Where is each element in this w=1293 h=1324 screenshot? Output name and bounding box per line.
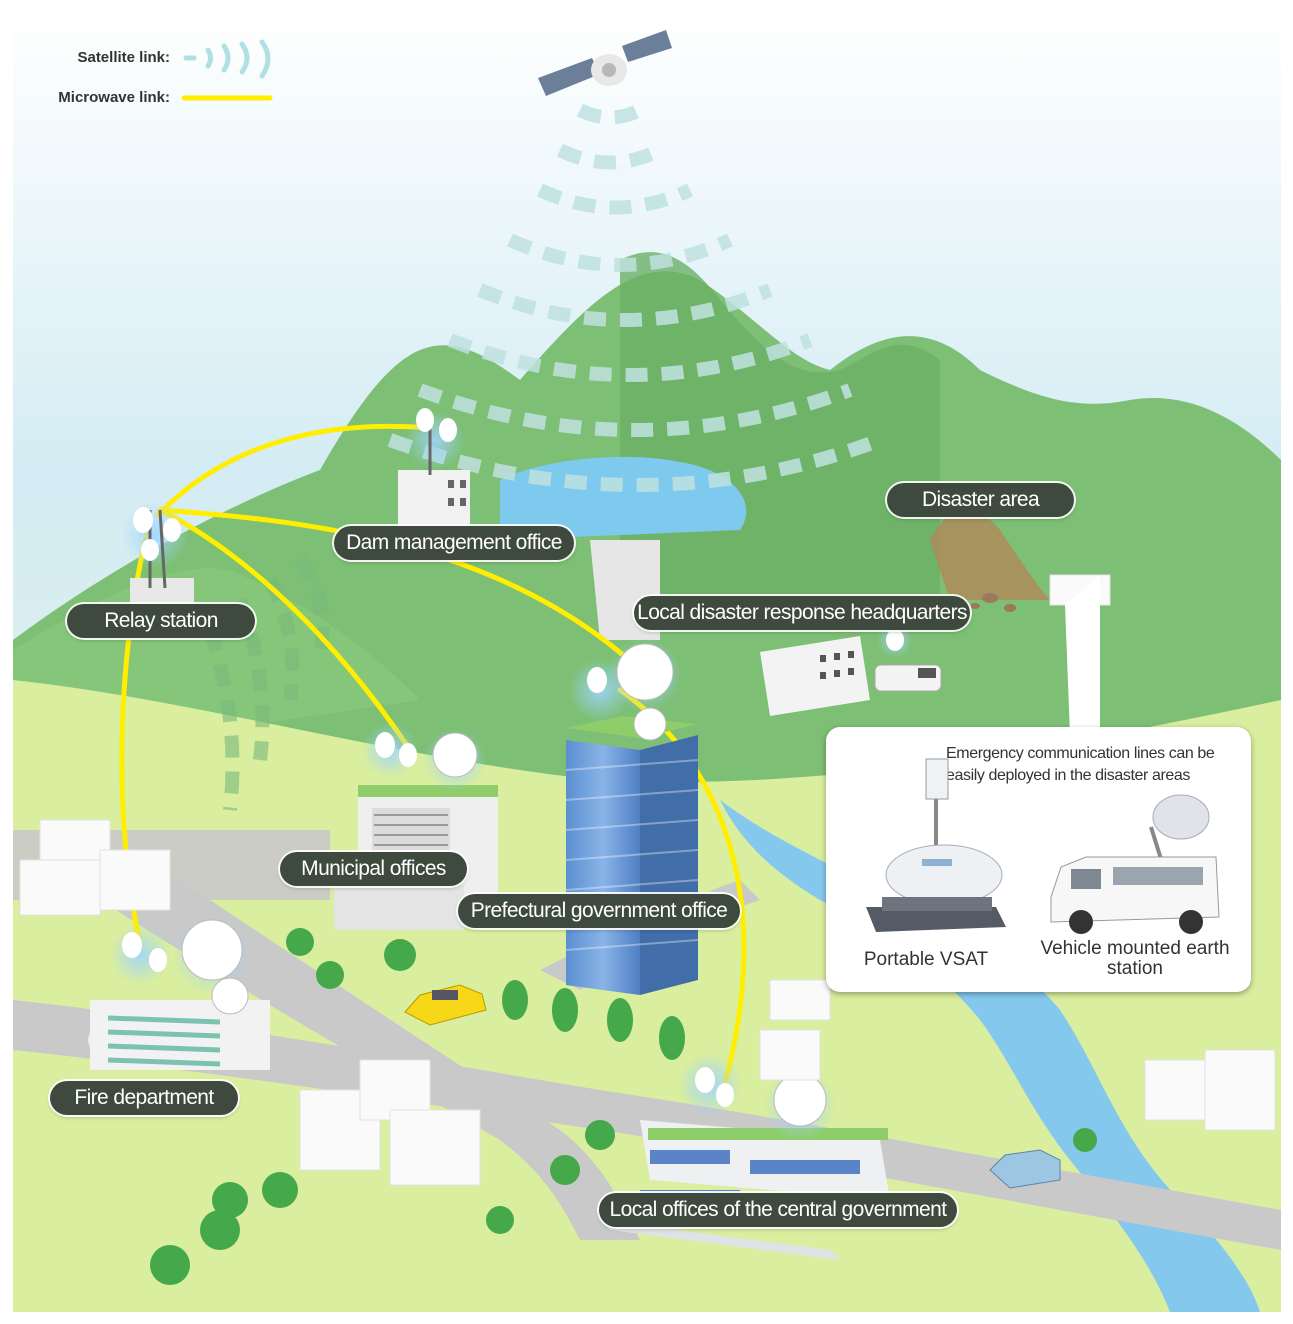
landslide <box>930 510 1050 600</box>
local-hq-building <box>760 622 942 716</box>
blue-car <box>989 1149 1061 1189</box>
dam-office-building <box>398 408 470 530</box>
debris <box>970 593 1016 612</box>
trees <box>150 928 1097 1285</box>
fire-department-building <box>88 915 270 1070</box>
vehicle-earth-station-label: Vehicle mounted earth station <box>1040 938 1230 979</box>
municipal-offices-label: Municipal offices <box>280 852 467 886</box>
dam-management-office-label: Dam management office <box>334 526 574 560</box>
satellite-link-legend-label: Satellite link: <box>77 49 170 66</box>
fire-department-label: Fire department <box>50 1081 238 1115</box>
satellite-link-legend-icon <box>183 39 271 79</box>
prefectural-tower <box>565 637 699 995</box>
portable-vsat-icon <box>866 758 1006 932</box>
deployment-callout: Emergency communication lines can be eas… <box>826 727 1251 992</box>
relay-station-label: Relay station <box>67 604 255 638</box>
prefectural-government-office-label: Prefectural government office <box>458 894 740 928</box>
local-disaster-response-hq-label: Local disaster response headquarters <box>634 596 970 630</box>
municipal-building <box>334 722 498 930</box>
microwave-link-legend-label: Microwave link: <box>58 89 170 106</box>
callout-pointer <box>1065 575 1100 735</box>
vehicle-earth-station-icon <box>1050 794 1220 934</box>
central-government-offices-label: Local offices of the central government <box>599 1193 957 1227</box>
callout-heading: Emergency communication lines can be eas… <box>946 745 1215 784</box>
satellite-icon <box>538 30 672 96</box>
disaster-area-label: Disaster area <box>887 483 1074 517</box>
satellite-waves <box>387 103 883 492</box>
yellow-taxi <box>404 984 487 1026</box>
portable-vsat-label: Portable VSAT <box>863 949 989 970</box>
